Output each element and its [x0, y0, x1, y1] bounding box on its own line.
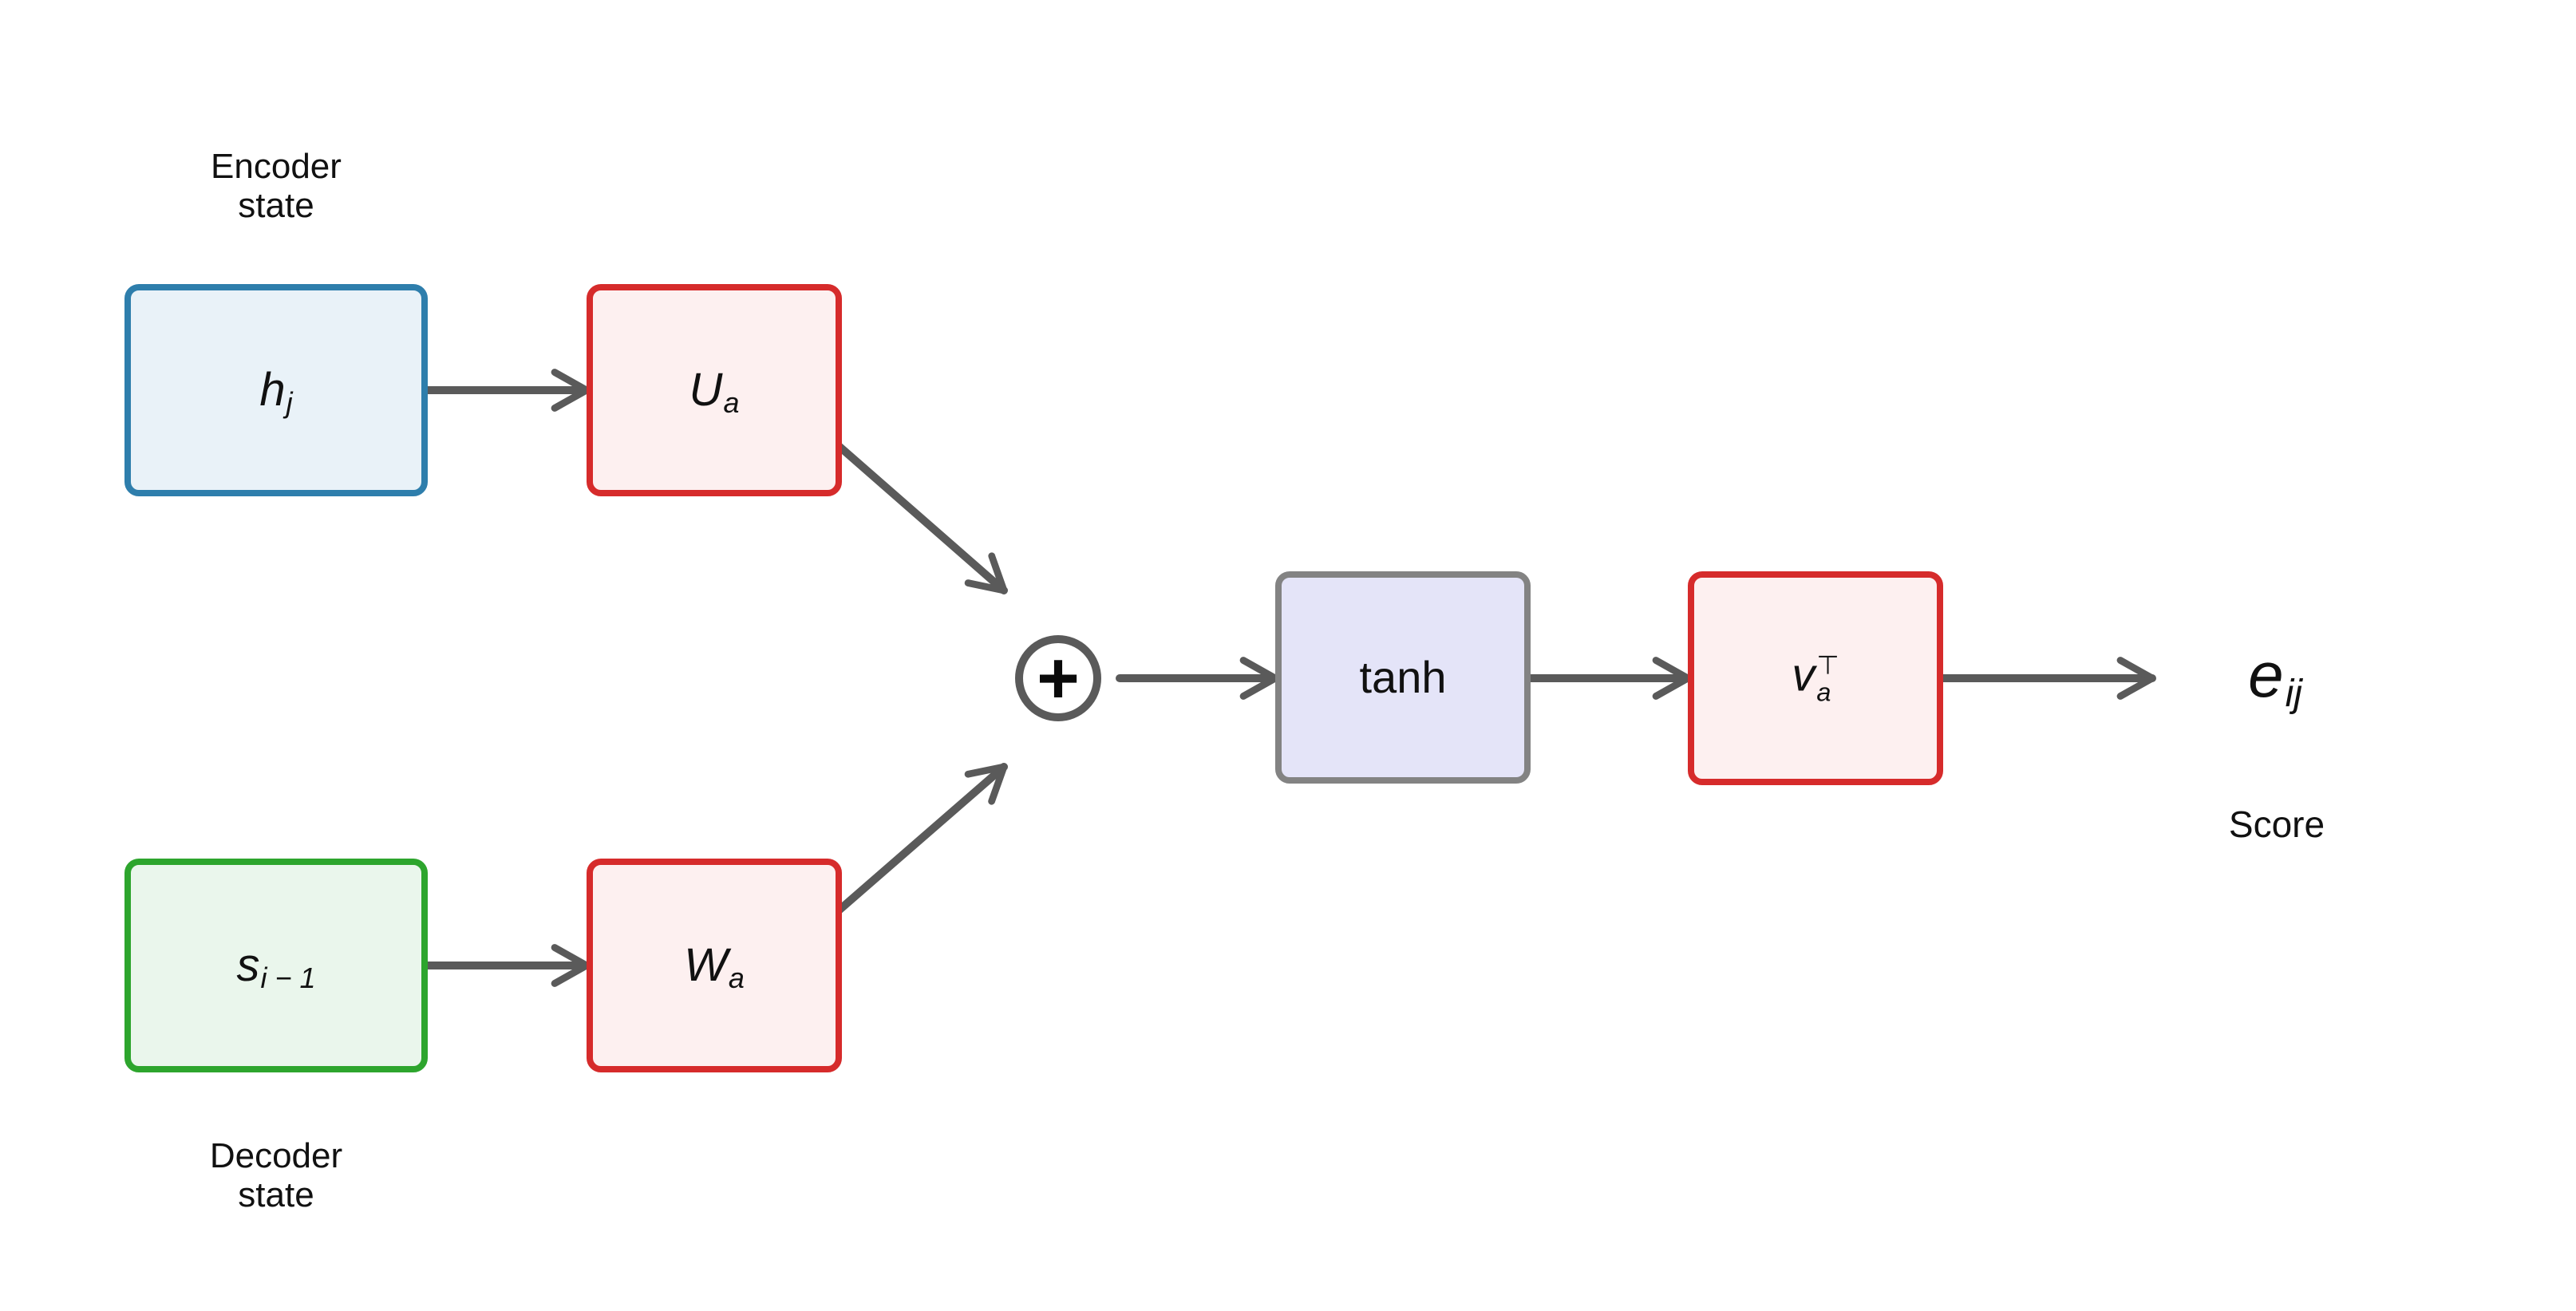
- va-symbol: v⊤a: [1792, 651, 1839, 705]
- symbol-base: U: [689, 364, 723, 416]
- symbol-base: e: [2248, 639, 2284, 710]
- symbol-subscript: ij: [2285, 673, 2302, 715]
- symbol-superscript: ⊤: [1816, 650, 1839, 680]
- decoder-prev-state-symbol: si − 1: [236, 939, 316, 993]
- ua-weight-matrix-box: Ua: [587, 284, 842, 496]
- encoder-hidden-state-box: hj: [124, 284, 428, 496]
- sum-operator: +: [1037, 638, 1080, 719]
- arrow-wa-to-sum: [828, 763, 1008, 920]
- wa-weight-matrix-box: Wa: [587, 859, 842, 1072]
- symbol-base: h: [259, 364, 286, 416]
- encoder-state-label: Encoder state: [211, 147, 342, 226]
- symbol-subscript: a: [723, 385, 740, 419]
- decoder-prev-state-box: si − 1: [124, 859, 428, 1072]
- symbol-base: v: [1792, 649, 1815, 701]
- va-weight-vector-box: v⊤a: [1688, 571, 1943, 785]
- symbol-subscript: i − 1: [260, 961, 316, 994]
- encoder-hidden-state-symbol: hj: [259, 364, 292, 417]
- symbol-base: s: [236, 939, 260, 991]
- symbol-base: W: [684, 939, 728, 991]
- symbol-subscript: a: [1816, 677, 1831, 707]
- score-label: Score: [2228, 804, 2325, 845]
- arrow-ua-to-sum: [828, 436, 1008, 594]
- score-output-symbol: eij: [2155, 643, 2395, 713]
- wa-symbol: Wa: [684, 939, 745, 993]
- tanh-label: tanh: [1359, 652, 1447, 702]
- ua-symbol: Ua: [689, 364, 740, 417]
- sum-node-circle: [1015, 635, 1101, 721]
- symbol-subscript: j: [286, 385, 293, 419]
- symbol-subscript: a: [728, 961, 745, 994]
- tanh-activation-box: tanh: [1275, 571, 1531, 784]
- decoder-state-label: Decoder state: [209, 1136, 343, 1215]
